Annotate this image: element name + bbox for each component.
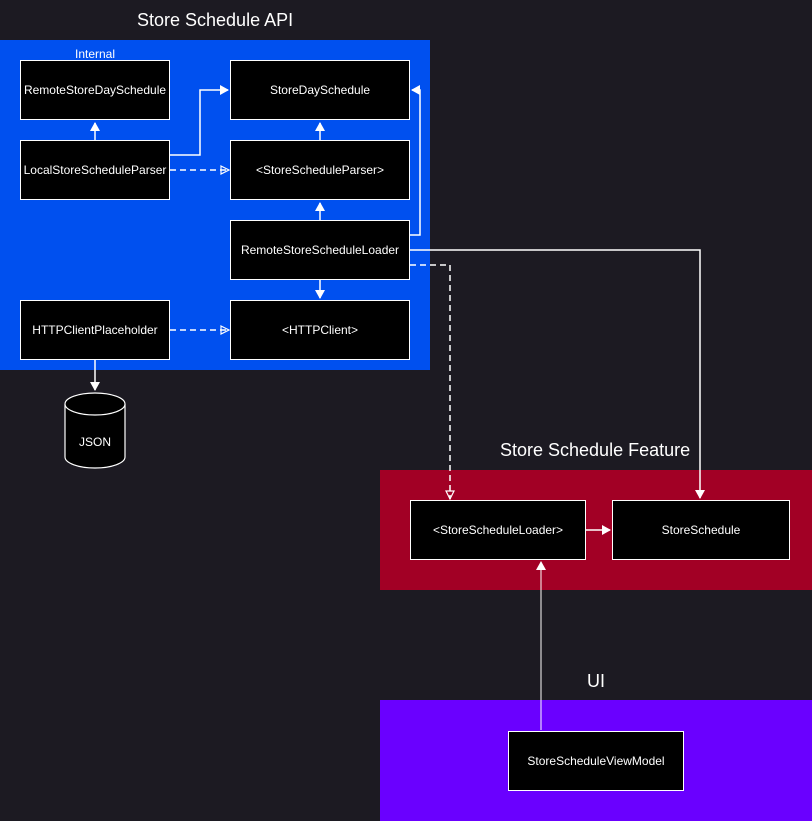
edge-local-parser-to-store-day <box>170 85 229 156</box>
node-local-store-schedule-parser[interactable]: LocalStoreScheduleParser <box>20 140 170 200</box>
node-remote-store-day-schedule[interactable]: RemoteStoreDaySchedule <box>20 60 170 120</box>
node-http-client-placeholder[interactable]: HTTPClientPlaceholder <box>20 300 170 360</box>
internal-label: Internal <box>75 47 116 61</box>
node-store-day-schedule[interactable]: StoreDaySchedule <box>230 60 410 120</box>
json-database-icon <box>64 392 126 469</box>
edge-remote-loader-to-store-schedule <box>410 249 705 499</box>
edge-remote-loader-implements-loader <box>410 264 455 501</box>
edge-remote-loader-to-store-day <box>410 85 421 236</box>
store-schedule-feature-title: Store Schedule Feature <box>500 440 691 460</box>
node-remote-store-schedule-loader[interactable]: RemoteStoreScheduleLoader <box>230 220 410 280</box>
ui-title: UI <box>587 671 605 691</box>
node-store-schedule-loader-protocol[interactable]: <StoreScheduleLoader> <box>410 500 586 560</box>
store-schedule-api-title: Store Schedule API <box>137 10 294 30</box>
node-store-schedule-parser-protocol[interactable]: <StoreScheduleParser> <box>230 140 410 200</box>
json-database-label: JSON <box>78 435 111 449</box>
node-http-client-protocol[interactable]: <HTTPClient> <box>230 300 410 360</box>
node-store-schedule[interactable]: StoreSchedule <box>612 500 790 560</box>
node-store-schedule-view-model[interactable]: StoreScheduleViewModel <box>508 731 684 791</box>
